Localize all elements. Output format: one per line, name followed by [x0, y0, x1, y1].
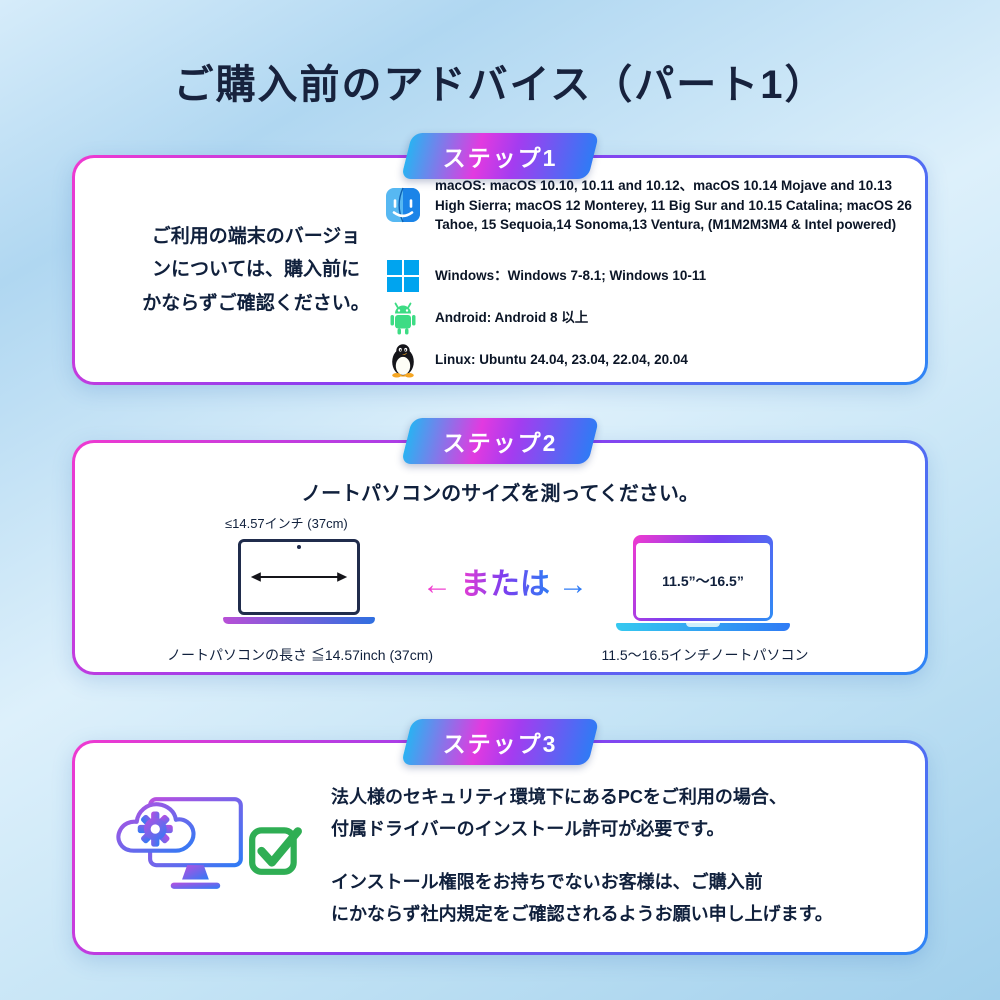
- step2-instruction: ノートパソコンのサイズを測ってください。: [301, 483, 699, 505]
- step3-paragraph-2: インストール権限をお持ちでないお客様は、ご購入前 にかならず社内規定をご確認され…: [331, 866, 903, 931]
- or-label: または: [460, 568, 550, 601]
- step3-badge: ステップ3: [400, 719, 600, 765]
- step3-text-line: にかならず社内規定をご確認されるようお願い申し上げます。: [331, 904, 833, 925]
- step2-card-body: ノートパソコンのサイズを測ってください。 ≤14.57インチ (37cm) ノー…: [75, 443, 925, 672]
- step2-card: ノートパソコンのサイズを測ってください。 ≤14.57インチ (37cm) ノー…: [72, 440, 928, 675]
- os-row-windows: Windows：Windows 7-8.1; Windows 10-11: [385, 258, 919, 294]
- left-arrow-icon: ←: [422, 568, 452, 601]
- laptop-left-caption: ノートパソコンの長さ ≦14.57inch (37cm): [166, 647, 434, 663]
- laptop-right-caption: 11.5〜16.5インチノートパソコン: [601, 647, 809, 663]
- webcam-dot-icon: [297, 545, 301, 549]
- step1-note: ご利用の端末のバージョ ンについては、購入前に かならずご確認ください。: [103, 220, 409, 320]
- step3-text-line: 法人様のセキュリティ環境下にあるPCをご利用の場合、: [331, 787, 787, 807]
- step1-note-line: ご利用の端末のバージョ: [151, 226, 361, 247]
- step3-badge-label: ステップ3: [442, 731, 558, 757]
- step2-badge-label: ステップ2: [442, 430, 558, 456]
- os-text-android: Android: Android 8 以上: [435, 310, 589, 326]
- step3-text: 法人様のセキュリティ環境下にあるPCをご利用の場合、 付属ドライバーのインストー…: [331, 781, 903, 931]
- right-arrow-icon: →: [558, 568, 588, 601]
- step3-card-body: 法人様のセキュリティ環境下にあるPCをご利用の場合、 付属ドライバーのインストー…: [75, 743, 925, 952]
- step3-text-line: インストール権限をお持ちでないお客様は、ご購入前: [331, 871, 763, 892]
- os-text-macos: macOS: macOS 10.10, 10.11 and 10.12、macO…: [435, 178, 912, 233]
- laptop-right-base: [616, 623, 790, 631]
- laptop-right-illustration: 11.5”〜16.5”: [633, 535, 773, 621]
- os-row-linux: Linux: Ubuntu 24.04, 23.04, 22.04, 20.04: [385, 342, 919, 378]
- gear-icon: [137, 811, 173, 847]
- laptop-right-screen-text: 11.5”〜16.5”: [636, 543, 770, 618]
- step3-text-line: 付属ドライバーのインストール許可が必要です。: [331, 819, 725, 840]
- laptop-left-base: [223, 617, 375, 624]
- android-icon: [385, 300, 421, 336]
- os-row-android: Android: Android 8 以上: [385, 300, 919, 336]
- green-checkmark-icon: [247, 821, 303, 877]
- step1-card: ご利用の端末のバージョ ンについては、購入前に かならずご確認ください。 mac…: [72, 155, 928, 385]
- os-text-linux: Linux: Ubuntu 24.04, 23.04, 22.04, 20.04: [435, 352, 688, 368]
- step1-badge-label: ステップ1: [442, 145, 558, 171]
- step1-badge: ステップ1: [400, 133, 600, 179]
- cloud-settings-monitor-icon: [113, 783, 247, 905]
- step1-note-line: ンについては、購入前に: [151, 259, 361, 281]
- linux-tux-icon: [385, 342, 421, 378]
- step3-paragraph-1: 法人様のセキュリティ環境下にあるPCをご利用の場合、 付属ドライバーのインストー…: [331, 781, 903, 846]
- os-text-windows: Windows：Windows 7-8.1; Windows 10-11: [435, 268, 707, 284]
- step3-card: 法人様のセキュリティ環境下にあるPCをご利用の場合、 付属ドライバーのインストー…: [72, 740, 928, 955]
- windows-icon: [385, 258, 421, 294]
- or-divider: ←または→: [403, 559, 607, 603]
- double-arrow-icon: [250, 572, 348, 582]
- step1-note-line: かならずご確認ください。: [142, 292, 370, 314]
- finder-icon: [385, 187, 421, 223]
- laptop-left-illustration: [238, 539, 360, 615]
- step1-card-body: ご利用の端末のバージョ ンについては、購入前に かならずご確認ください。 mac…: [75, 158, 925, 382]
- page-title: ご購入前のアドバイス（パート1）: [173, 63, 827, 107]
- os-row-macos: macOS: macOS 10.10, 10.11 and 10.12、macO…: [385, 176, 919, 235]
- step2-badge: ステップ2: [400, 418, 600, 464]
- laptop-size-label: ≤14.57インチ (37cm): [225, 516, 348, 531]
